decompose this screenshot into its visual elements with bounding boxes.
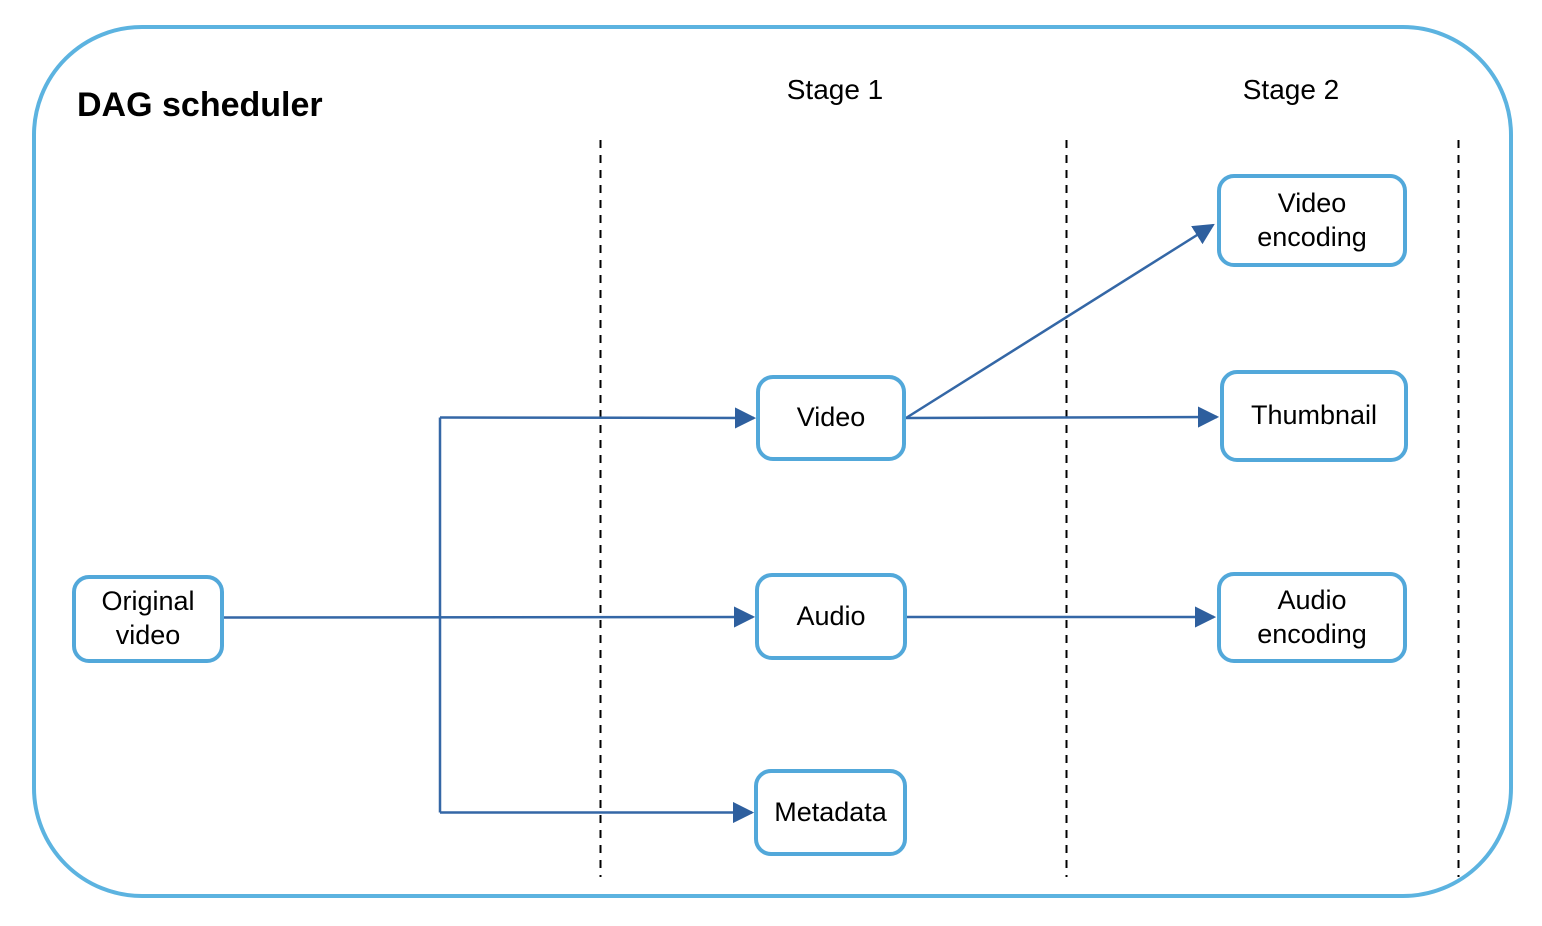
node-video: Video <box>756 375 906 461</box>
dag-scheduler-boundary <box>32 25 1513 898</box>
edge-original-video-to-video <box>439 407 757 429</box>
diagram-title: DAG scheduler <box>77 86 323 124</box>
node-original-video: Original video <box>72 575 224 663</box>
node-audio: Audio <box>755 573 907 660</box>
stage-1-label: Stage 1 <box>786 74 884 105</box>
node-metadata: Metadata <box>754 769 907 856</box>
edge-video-to-video-encoding <box>905 223 1215 420</box>
node-audio-encoding: Audio encoding <box>1217 572 1407 663</box>
node-thumbnail: Thumbnail <box>1220 370 1408 462</box>
node-video-encoding: Video encoding <box>1217 174 1407 267</box>
edge-original-video-to-audio <box>223 606 756 628</box>
edge-video-to-thumbnail <box>905 406 1220 428</box>
stage-2-label: Stage 2 <box>1242 74 1340 105</box>
